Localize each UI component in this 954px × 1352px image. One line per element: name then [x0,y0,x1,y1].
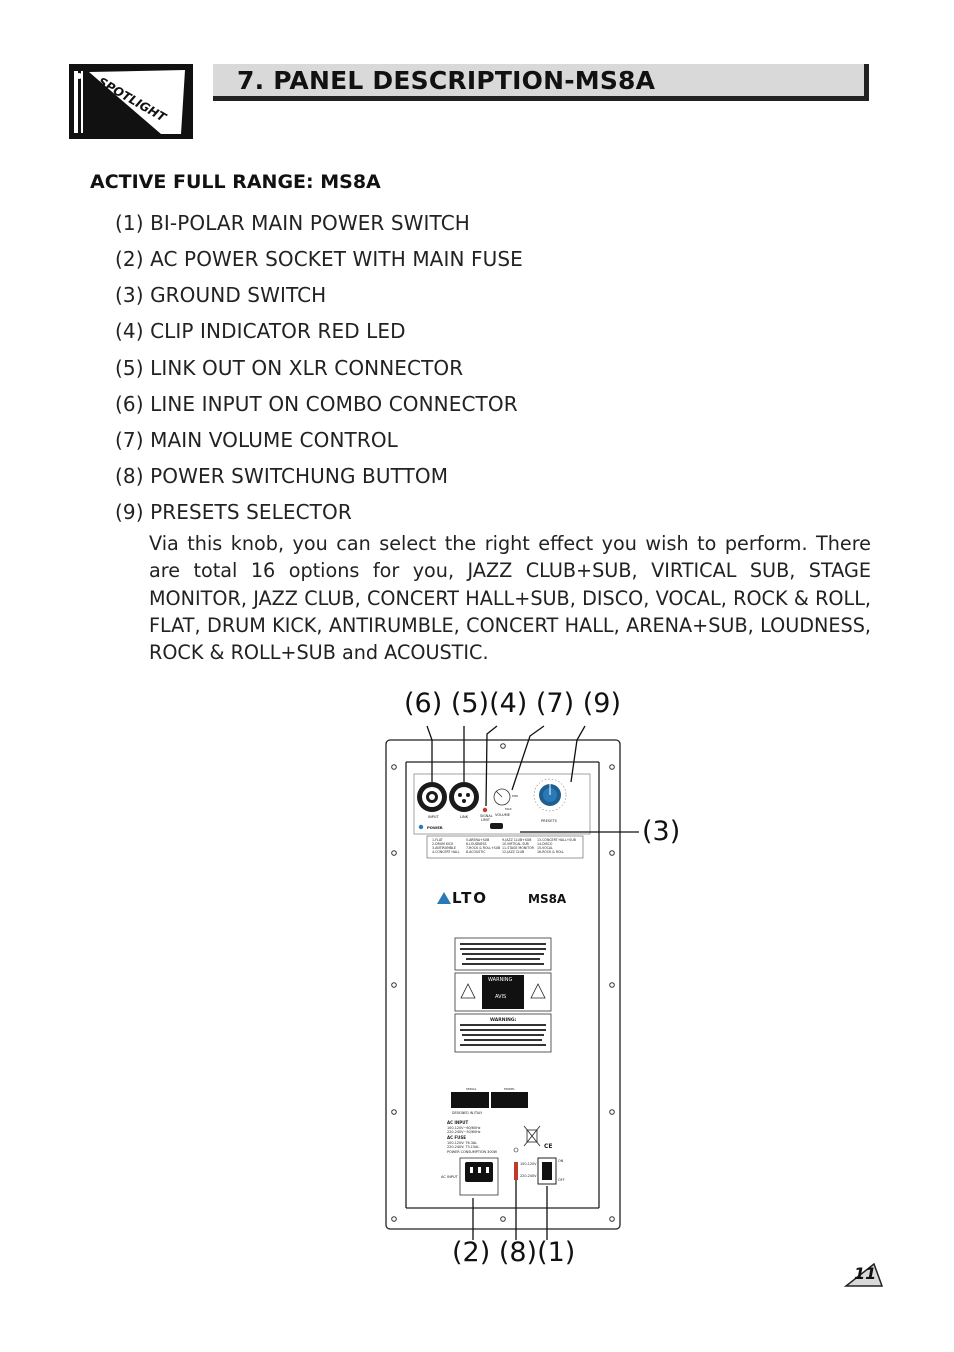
preset-16: 16-ROCK & ROLL [537,850,564,854]
item-power-switch: (1) BI-POLAR MAIN POWER SWITCH [115,211,470,235]
preset-11: 11-STAGE MONITOR [502,846,535,850]
model-label: MODEL [504,1087,515,1091]
preset-13: 13-CONCERT HALL+SUB [537,838,576,842]
lightning-warning-icon [460,983,476,999]
power-consumption: POWER CONSUMPTION 300W [447,1150,498,1154]
item-clip-led: (4) CLIP INDICATOR RED LED [115,319,406,343]
limit-label: LIMIT [481,818,491,822]
preset-5: 5-ARENA+SUB [466,838,489,842]
voltage-230-label: 220-240V [520,1174,537,1178]
link-label: LINK [460,815,469,819]
volume-label: VOLUME [495,813,511,817]
preset-8: 8-ACOUSTIC [466,850,486,854]
item-line-input: (6) LINE INPUT ON COMBO CONNECTOR [115,392,518,416]
power-switch [537,1157,557,1185]
exclamation-warning-icon [530,983,546,999]
callout-right: (3) [642,816,681,847]
serial-label: SERIAL [466,1087,477,1091]
socket-label: AC INPUT [441,1175,459,1179]
ac-input-label: AC INPUT [447,1120,468,1125]
page-number: 11 [854,1264,877,1283]
weee-bin-icon [523,1125,541,1147]
volume-knob [493,788,511,806]
ac-input-line-2: 220-240V~50/60Hz [447,1130,481,1134]
preset-10: 10-VIRTICAL SUB [502,842,529,846]
preset-7: 7-ROCK & ROLL+SUB [466,846,500,850]
preset-9: 9-JAZZ CLUB+SUB [502,838,531,842]
ac-fuse-line-2: 220-240V: T3.15AL [447,1145,479,1149]
brand-name: LTO [452,889,488,907]
input-label: INPUT [428,815,440,819]
title-bar: 7. PANEL DESCRIPTION-MS8A [213,64,869,101]
item-power-button: (8) POWER SWITCHUNG BUTTOM [115,464,449,488]
min-label: MIN [512,794,518,798]
combo-input-connector [417,782,447,812]
voltage-115-label: 100-120V [520,1162,537,1166]
item-volume: (7) MAIN VOLUME CONTROL [115,428,398,452]
ac-power-socket [459,1157,499,1196]
item-presets: (9) PRESETS SELECTOR [115,500,352,524]
power-label: POWER [427,825,443,830]
ce-mark: CE [544,1143,553,1150]
preset-14: 14-DISCO [537,842,553,846]
avis-label: AVIS [495,994,506,1000]
item-ac-socket: (2) AC POWER SOCKET WITH MAIN FUSE [115,247,523,271]
off-label: OFF [558,1178,565,1182]
designed-label: DESIGNED IN ITALY [452,1111,482,1115]
item-ground-switch: (3) GROUND SWITCH [115,283,327,307]
preset-12: 12-JAZZ CLUB [502,850,524,854]
xlr-link-connector [449,782,479,812]
presets-knob [533,778,567,812]
on-label: ON [558,1159,564,1163]
page-title: 7. PANEL DESCRIPTION-MS8A [237,66,656,95]
presets-label: PRESETS [541,819,558,823]
preset-4: 4-CONCERT HALL [432,850,460,854]
section-heading: ACTIVE FULL RANGE: MS8A [90,171,381,193]
spotlight-logo: SPOTLIGHT [69,64,193,139]
ac-input-line-1: 100-120V~60/60Hz [447,1126,481,1130]
preset-2: 2-DRUM KICK [432,842,454,846]
power-led-icon [418,824,424,830]
caution-label: WARNING: [490,1017,517,1023]
alto-triangle-icon [437,892,451,904]
ground-switch [490,823,503,829]
signal-label: SIGNAL [480,814,493,818]
warning-label: WARNING [488,977,513,983]
callout-bottom: (2) (8)(1) [452,1237,576,1268]
preset-1: 1-FLAT [432,838,443,842]
voltage-switch [514,1162,518,1180]
preset-6: 6-LOUDNESS [466,842,487,846]
model-name: MS8A [528,892,567,906]
presets-description: Via this knob, you can select the right … [149,532,871,665]
max-label: MAX [505,807,512,811]
clip-led-icon [482,807,488,813]
ac-fuse-label: AC FUSE [447,1135,466,1140]
page-number-badge: 11 [844,1262,884,1288]
callout-top: (6) (5)(4) (7) (9) [404,688,621,719]
item-link-out: (5) LINK OUT ON XLR CONNECTOR [115,356,464,380]
ac-fuse-line-1: 100-120V: T6.3AL [447,1141,477,1145]
preset-15: 15-VOCAL [537,846,553,850]
preset-3: 3-ANTIRUMBLE [432,846,456,850]
